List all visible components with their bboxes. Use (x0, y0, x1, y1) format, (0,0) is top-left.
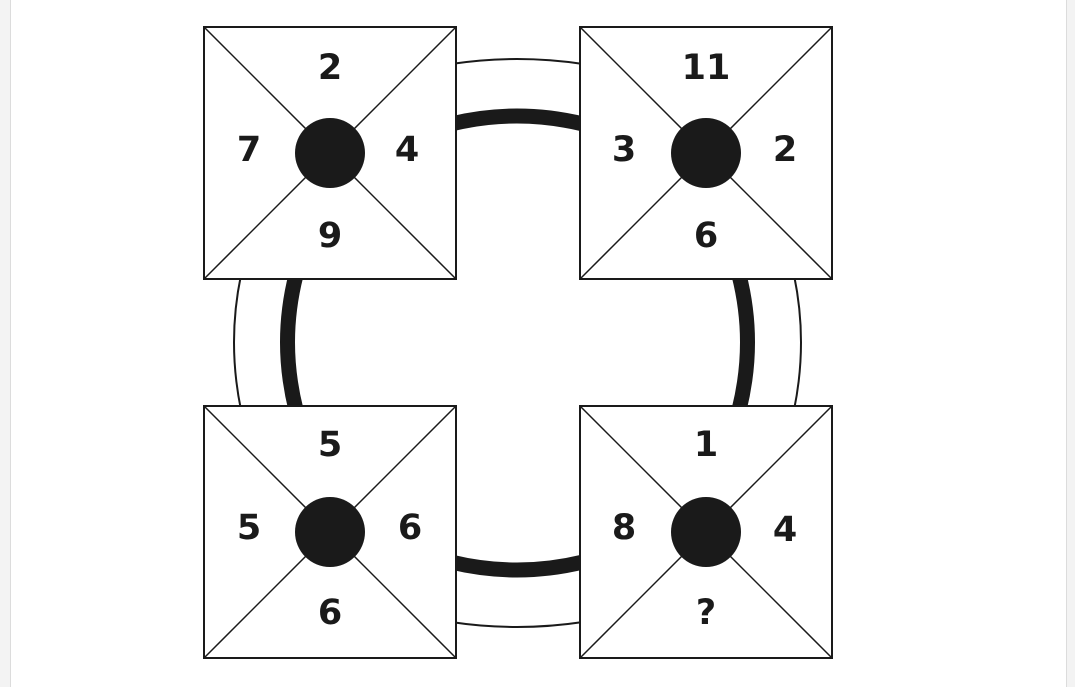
right-number: 4 (395, 130, 419, 170)
top-number: 11 (682, 48, 731, 88)
left-number: 8 (612, 508, 636, 548)
bottom-number: 6 (694, 216, 718, 256)
top-number: 2 (318, 48, 342, 88)
center-dot (671, 118, 741, 188)
center-dot (295, 497, 365, 567)
center-dot (671, 497, 741, 567)
puzzle-diagram: 2 7 4 9 11 3 2 6 5 5 6 6 (203, 26, 833, 659)
connector-arcs (233, 58, 802, 628)
top-left-square: 2 7 4 9 (203, 26, 457, 280)
bottom-number: 9 (318, 216, 342, 256)
connector-right-thin (793, 274, 802, 411)
right-number: 2 (773, 130, 797, 170)
connector-left-thick (280, 273, 304, 412)
left-number: 7 (237, 130, 261, 170)
right-number: 4 (773, 510, 797, 550)
connector-top-thin (450, 58, 584, 65)
connector-left-thin (233, 274, 242, 411)
right-number: 6 (398, 508, 422, 548)
puzzle-panel: 2 7 4 9 11 3 2 6 5 5 6 6 (10, 0, 1067, 687)
connector-bottom-thin (450, 621, 584, 628)
connector-top-thick (449, 108, 585, 132)
bottom-left-square: 5 5 6 6 (203, 405, 457, 659)
top-number: 5 (318, 425, 342, 465)
connector-right-thick (731, 273, 755, 412)
left-number: 3 (612, 130, 636, 170)
top-right-square: 11 3 2 6 (579, 26, 833, 280)
left-number: 5 (237, 508, 261, 548)
bottom-right-square: 1 8 4 ? (579, 405, 833, 659)
missing-number: ? (696, 593, 716, 633)
connector-bottom-thick (449, 554, 585, 578)
bottom-number: 6 (318, 593, 342, 633)
top-number: 1 (694, 425, 718, 465)
center-dot (295, 118, 365, 188)
